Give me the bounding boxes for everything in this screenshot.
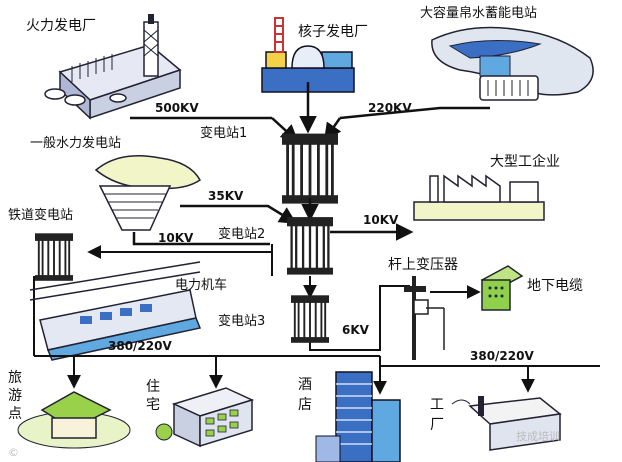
pumped-storage-label: 大容量帛水蓄能电站 [420, 5, 537, 21]
watermark-left: © [8, 446, 19, 459]
substation2-label: 变电站2 [218, 226, 265, 242]
hydro-plant-label: 一般水力发电站 [30, 135, 121, 151]
thermal-plant-illustration [44, 14, 182, 120]
nuclear-plant-label: 核子发电厂 [298, 24, 368, 40]
residence-label-2: 宅 [146, 397, 160, 413]
electric-locomotive-label: 电力机车 [175, 277, 227, 293]
hotel-illustration [315, 371, 401, 462]
substation3-transformer [290, 294, 330, 344]
hotel-label-1: 酒 [298, 377, 312, 393]
factory-label-1: 工 [430, 397, 444, 413]
residence-illustration [155, 387, 255, 448]
large-industry-illustration [413, 174, 545, 221]
pumped-storage-illustration [431, 26, 594, 101]
voltage-500kv: 500KV [155, 101, 199, 115]
hotel-label-2: 店 [298, 397, 312, 413]
pole-transformer-illustration [404, 276, 445, 360]
underground-cable-box [480, 265, 524, 311]
residence-label-1: 住 [146, 379, 160, 395]
tourist-label-2: 游 [8, 388, 22, 404]
substation3-label: 变电站3 [218, 313, 265, 329]
voltage-10kv-industry: 10KV [363, 213, 399, 227]
electric-locomotive-illustration [29, 261, 202, 361]
hydro-plant-illustration [94, 155, 201, 231]
pole-transformer-label: 杆上变压器 [388, 257, 458, 273]
tourist-label-1: 旅 [8, 370, 22, 386]
watermark-right: 技成培训 [516, 429, 560, 443]
railway-substation-transformer [34, 232, 74, 282]
voltage-380-right: 380/220V [470, 349, 534, 363]
railway-substation-label: 铁道变电站 [8, 207, 73, 223]
voltage-220kv: 220KV [368, 101, 412, 115]
voltage-35kv: 35KV [208, 189, 244, 203]
distribution-bus [34, 355, 600, 395]
substation1-transformer [280, 132, 340, 206]
large-industry-label: 大型工企业 [490, 153, 560, 170]
voltage-6kv: 6KV [342, 323, 370, 337]
factory-label-2: 厂 [430, 417, 444, 433]
voltage-10kv-hydro: 10KV [158, 231, 194, 245]
thermal-plant-label: 火力发电厂 [26, 18, 96, 34]
voltage-380-left: 380/220V [108, 339, 172, 353]
underground-cable-label: 地下电缆 [527, 278, 583, 294]
factory-illustration [451, 396, 562, 451]
substation2-transformer [285, 215, 335, 276]
tourist-spot-illustration [17, 391, 131, 449]
tourist-label-3: 点 [8, 406, 22, 422]
substation1-label: 变电站1 [200, 125, 247, 141]
